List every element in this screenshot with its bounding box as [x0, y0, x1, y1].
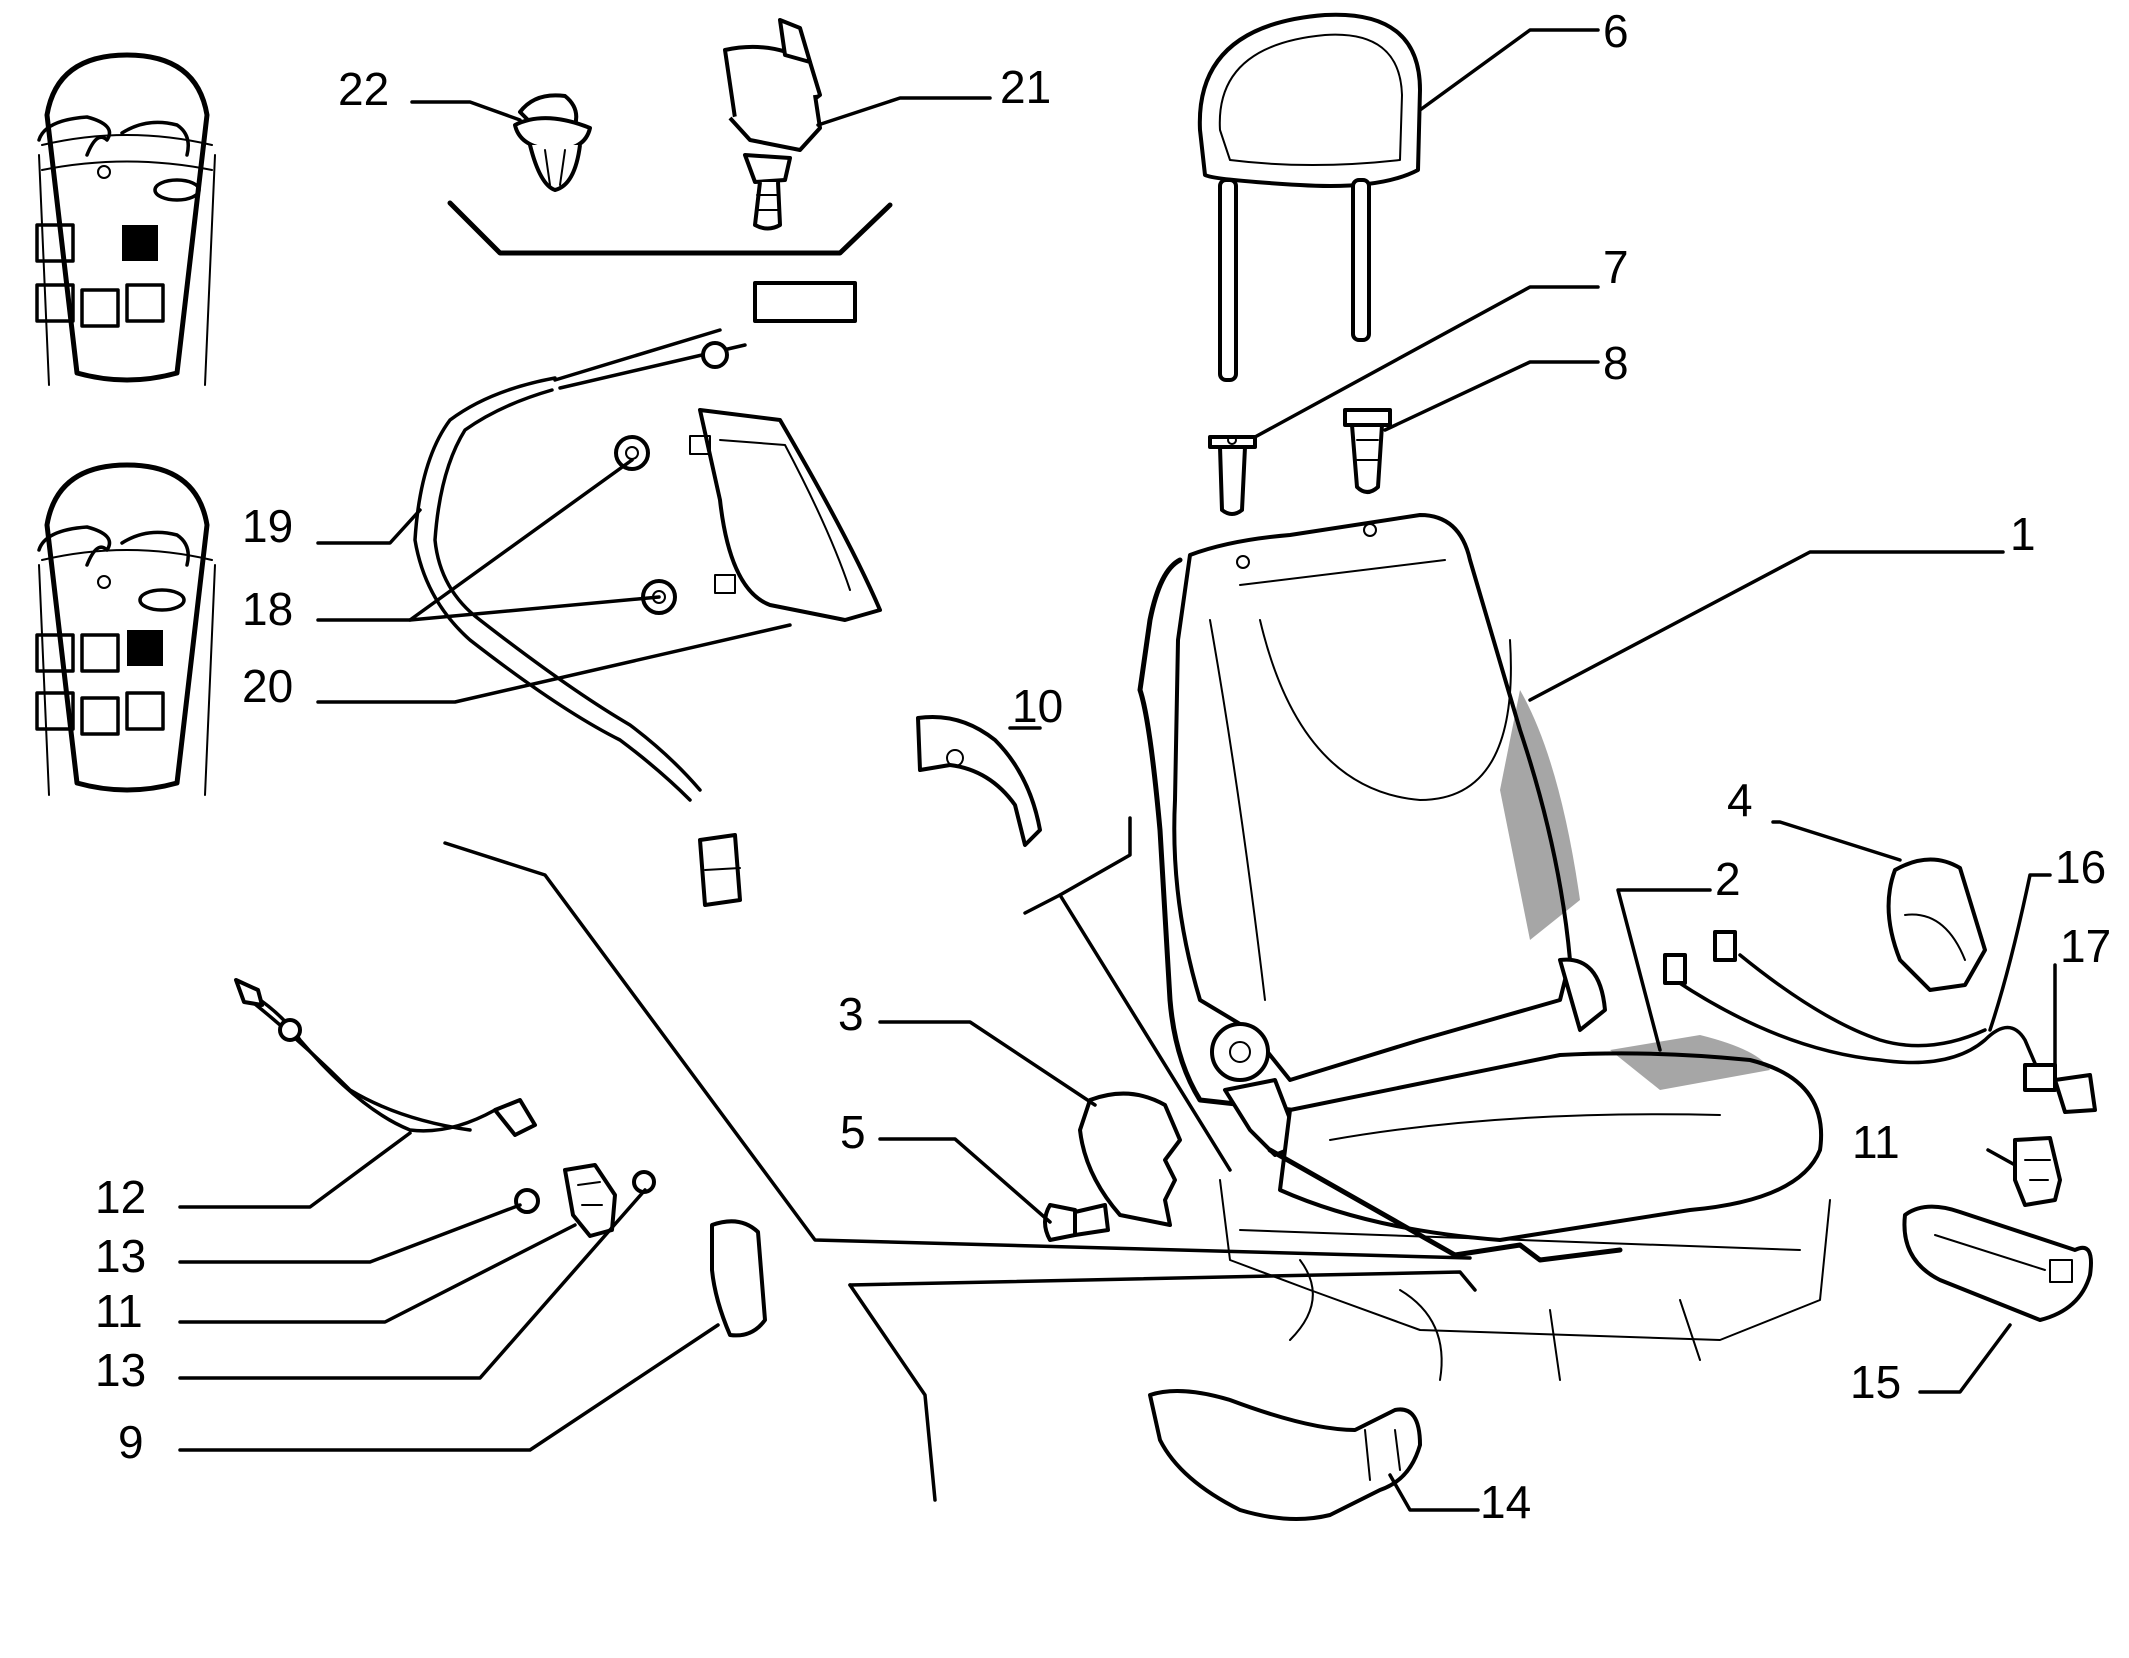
label-3: 3: [838, 988, 864, 1040]
label-2: 2: [1715, 853, 1741, 905]
label-13-b: 13: [95, 1344, 146, 1396]
label-18: 18: [242, 583, 293, 635]
label-4: 4: [1727, 774, 1753, 826]
label-13-a: 13: [95, 1230, 146, 1282]
knob-part-9: [710, 1219, 767, 1338]
harness-part-16: [1663, 930, 2042, 1077]
cap-part-13-a: [514, 1188, 540, 1214]
label-5: 5: [840, 1106, 866, 1158]
car-plan-icon: [35, 52, 216, 386]
headrest-guide-part-7: [1208, 435, 1257, 516]
trim-part-10: [916, 714, 1042, 847]
connector-part-17: [2023, 1063, 2097, 1114]
seat-assembly: [1137, 513, 1831, 1381]
cover-part-4: [1886, 857, 1987, 992]
airbag-module-part-20: [689, 408, 882, 622]
label-12: 12: [95, 1171, 146, 1223]
label-10: 10: [1012, 680, 1063, 732]
part-number-labels: 22 21 6 7 8 1 19 18 20 10 4 2 16 17 3 5 …: [95, 5, 2111, 1528]
label-19: 19: [242, 500, 293, 552]
cable-part-12: [234, 978, 537, 1137]
grommet-part-18-a: [614, 435, 650, 471]
bracket-part-11-right: [2013, 1136, 2062, 1207]
label-16: 16: [2055, 841, 2106, 893]
label-11-right: 11: [1852, 1116, 1900, 1168]
label-1: 1: [2010, 508, 2036, 560]
group-bracket-21-22: [447, 200, 893, 256]
label-7: 7: [1603, 241, 1629, 293]
label-6: 6: [1603, 5, 1629, 57]
label-11-left: 11: [95, 1285, 143, 1337]
trim-cover-part-3: [1078, 1091, 1182, 1227]
trim-part-14: [1148, 1389, 1422, 1521]
label-17: 17: [2060, 920, 2111, 972]
clip-part-21: [723, 18, 822, 231]
label-9: 9: [118, 1416, 144, 1468]
label-21: 21: [1000, 61, 1051, 113]
label-20: 20: [242, 660, 293, 712]
label-15: 15: [1850, 1356, 1901, 1408]
screw-part-5: [1043, 1203, 1110, 1242]
headrest-guide-part-8: [1343, 408, 1392, 494]
car-plan-icon: [35, 462, 216, 796]
clip-part-22: [513, 93, 592, 192]
headrest-part-6: [1197, 12, 1422, 382]
handle-part-15: [1902, 1204, 2093, 1322]
leader-lines: [178, 28, 2057, 1512]
label-22: 22: [338, 63, 389, 115]
label-14: 14: [1480, 1476, 1531, 1528]
label-8: 8: [1603, 337, 1629, 389]
